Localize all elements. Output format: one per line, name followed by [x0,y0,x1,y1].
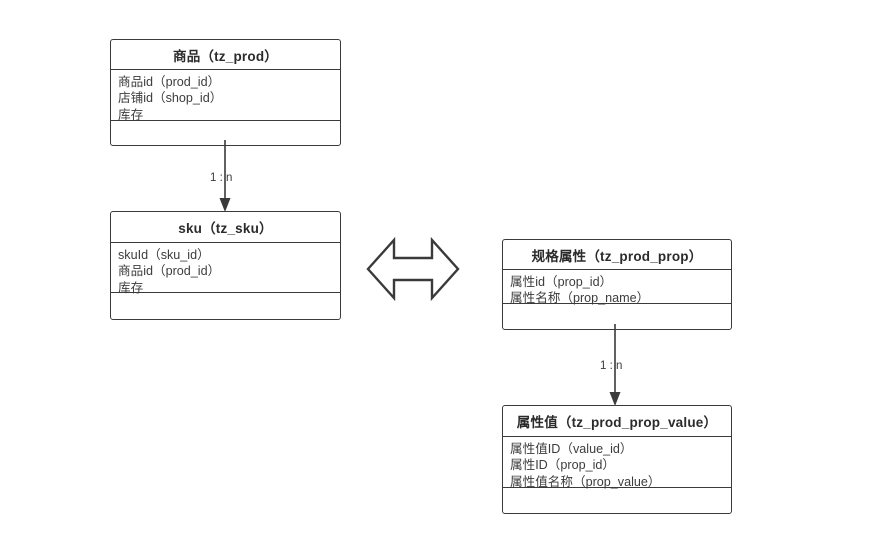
entity-title-prod: 商品（tz_prod） [111,40,340,70]
field-row: 属性ID（prop_id） [510,458,615,473]
field-row: 属性名称（prop_name） [510,291,650,306]
connector-prod-to-sku[interactable] [200,140,252,216]
entity-title-prod-prop-value: 属性值（tz_prod_prop_value） [503,406,731,437]
field-row: 商品id（prod_id） [118,75,221,89]
entity-box-sku[interactable]: sku（tz_sku） skuId（sku_id） 商品id（prod_id） … [110,211,341,320]
connector-label-prod-to-sku: 1 : n [210,172,233,184]
double-headed-arrow-icon [366,236,460,302]
entity-methods-sku [111,293,340,319]
field-row: 属性值ID（value_id） [510,442,633,456]
entity-box-prod[interactable]: 商品（tz_prod） 商品id（prod_id） 店铺id（shop_id） … [110,39,341,146]
entity-fields-prod-prop: 属性id（prop_id） 属性名称（prop_name） [503,270,731,306]
entity-title-prod-prop: 规格属性（tz_prod_prop） [503,240,731,270]
field-row: 商品id（prod_id） [118,264,221,279]
connector-label-prop-to-value: 1 : n [600,360,623,372]
field-row: 库存 [118,280,144,295]
entity-methods-prod-prop-value [503,488,731,513]
field-row: 属性值名称（prop_value） [510,474,661,489]
entity-fields-prod-prop-value: 属性值ID（value_id） 属性ID（prop_id） 属性值名称（prop… [503,437,731,489]
field-row: 店铺id（shop_id） [118,91,223,106]
field-row: 属性id（prop_id） [510,275,613,289]
entity-box-prod-prop-value[interactable]: 属性值（tz_prod_prop_value） 属性值ID（value_id） … [502,405,732,514]
entity-fields-sku: skuId（sku_id） 商品id（prod_id） 库存 [111,243,340,295]
connector-label-prop-to-value-line[interactable] [590,324,642,410]
field-row: 库存 [118,107,144,122]
field-row: skuId（sku_id） [118,248,210,262]
entity-fields-prod: 商品id（prod_id） 店铺id（shop_id） 库存 [111,70,340,122]
entity-title-sku: sku（tz_sku） [111,212,340,243]
entity-box-prod-prop[interactable]: 规格属性（tz_prod_prop） 属性id（prop_id） 属性名称（pr… [502,239,732,330]
